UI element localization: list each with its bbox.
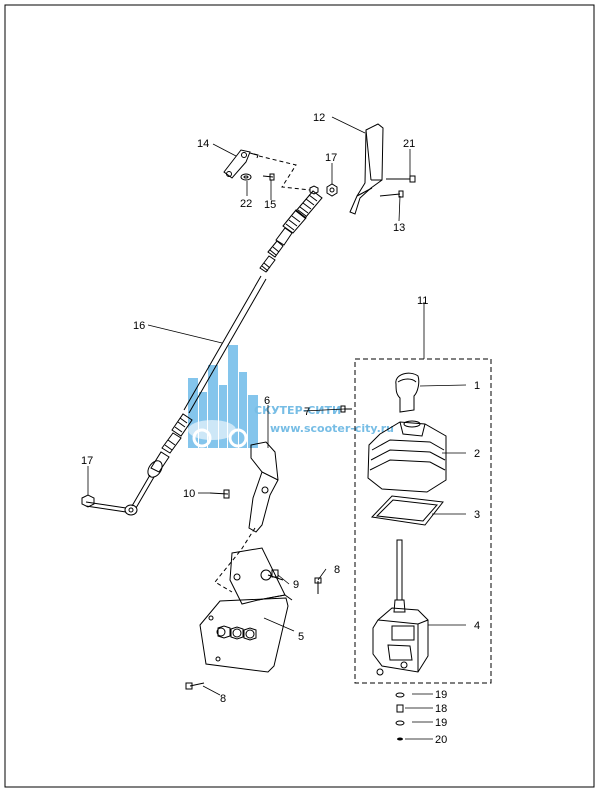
shifter-base-4	[372, 539, 429, 676]
callout-19-bottom: 19	[435, 717, 447, 729]
callout-8-lower: 8	[220, 693, 226, 705]
callout-3: 3	[474, 509, 480, 521]
small-part-20	[397, 737, 403, 741]
callout-11: 11	[417, 295, 428, 307]
nut-17-lower	[81, 494, 95, 508]
callout-19-top: 19	[435, 689, 447, 701]
callout-6: 6	[264, 395, 270, 407]
watermark-line-2: www.scooter-city.ru	[270, 422, 394, 435]
callout-14: 14	[197, 138, 209, 150]
shift-lever-6	[248, 441, 279, 533]
callout-15: 15	[264, 199, 276, 211]
callout-16: 16	[133, 320, 145, 332]
small-part-18	[396, 704, 404, 713]
mount-bracket-12	[349, 123, 384, 215]
bolt-13	[379, 190, 404, 198]
diagram-frame	[4, 4, 595, 788]
callout-2: 2	[474, 448, 480, 460]
callout-1: 1	[474, 380, 480, 392]
callout-13: 13	[393, 222, 405, 234]
bolt-21	[386, 175, 416, 183]
small-part-19-top	[395, 692, 405, 698]
callout-9: 9	[293, 579, 299, 591]
gasket-3	[370, 495, 444, 526]
lower-bracket-5	[199, 547, 293, 673]
bracket-dash-line	[258, 155, 311, 191]
callout-17-lower: 17	[81, 455, 93, 467]
callout-labels: 1 2 3 4 5 6 7 8 8 9 10 11 12 13 14 15 16…	[81, 112, 480, 746]
bolt-8-lower	[185, 682, 205, 690]
shift-knob-1	[395, 372, 420, 413]
callout-4: 4	[474, 620, 480, 632]
small-part-19-bottom	[395, 720, 405, 726]
callout-18: 18	[435, 703, 447, 715]
lever-dash-line	[214, 527, 256, 593]
bolt-8-upper	[314, 577, 322, 594]
watermark-logo: СКУТЕР-СИТИ www.scooter-city.ru	[188, 345, 394, 448]
cable-bracket-14	[223, 149, 259, 179]
callout-7: 7	[304, 406, 310, 418]
callout-20: 20	[435, 734, 447, 746]
callout-17-upper: 17	[325, 152, 337, 164]
washer-22	[240, 173, 252, 181]
callout-10: 10	[183, 488, 195, 500]
callout-8-upper: 8	[334, 564, 340, 576]
callout-22: 22	[240, 198, 252, 210]
bolt-15	[262, 173, 275, 181]
callout-12: 12	[313, 112, 325, 124]
bolt-9	[267, 569, 284, 581]
nut-17-upper	[309, 183, 338, 197]
callout-5: 5	[298, 631, 304, 643]
bolt-10	[209, 489, 230, 499]
shift-cable	[85, 190, 323, 516]
callout-21: 21	[403, 138, 415, 150]
leader-lines	[87, 116, 467, 740]
shift-boot-2	[367, 420, 447, 493]
assembly-11-box	[354, 358, 492, 684]
watermark-line-1: СКУТЕР-СИТИ	[254, 404, 341, 417]
